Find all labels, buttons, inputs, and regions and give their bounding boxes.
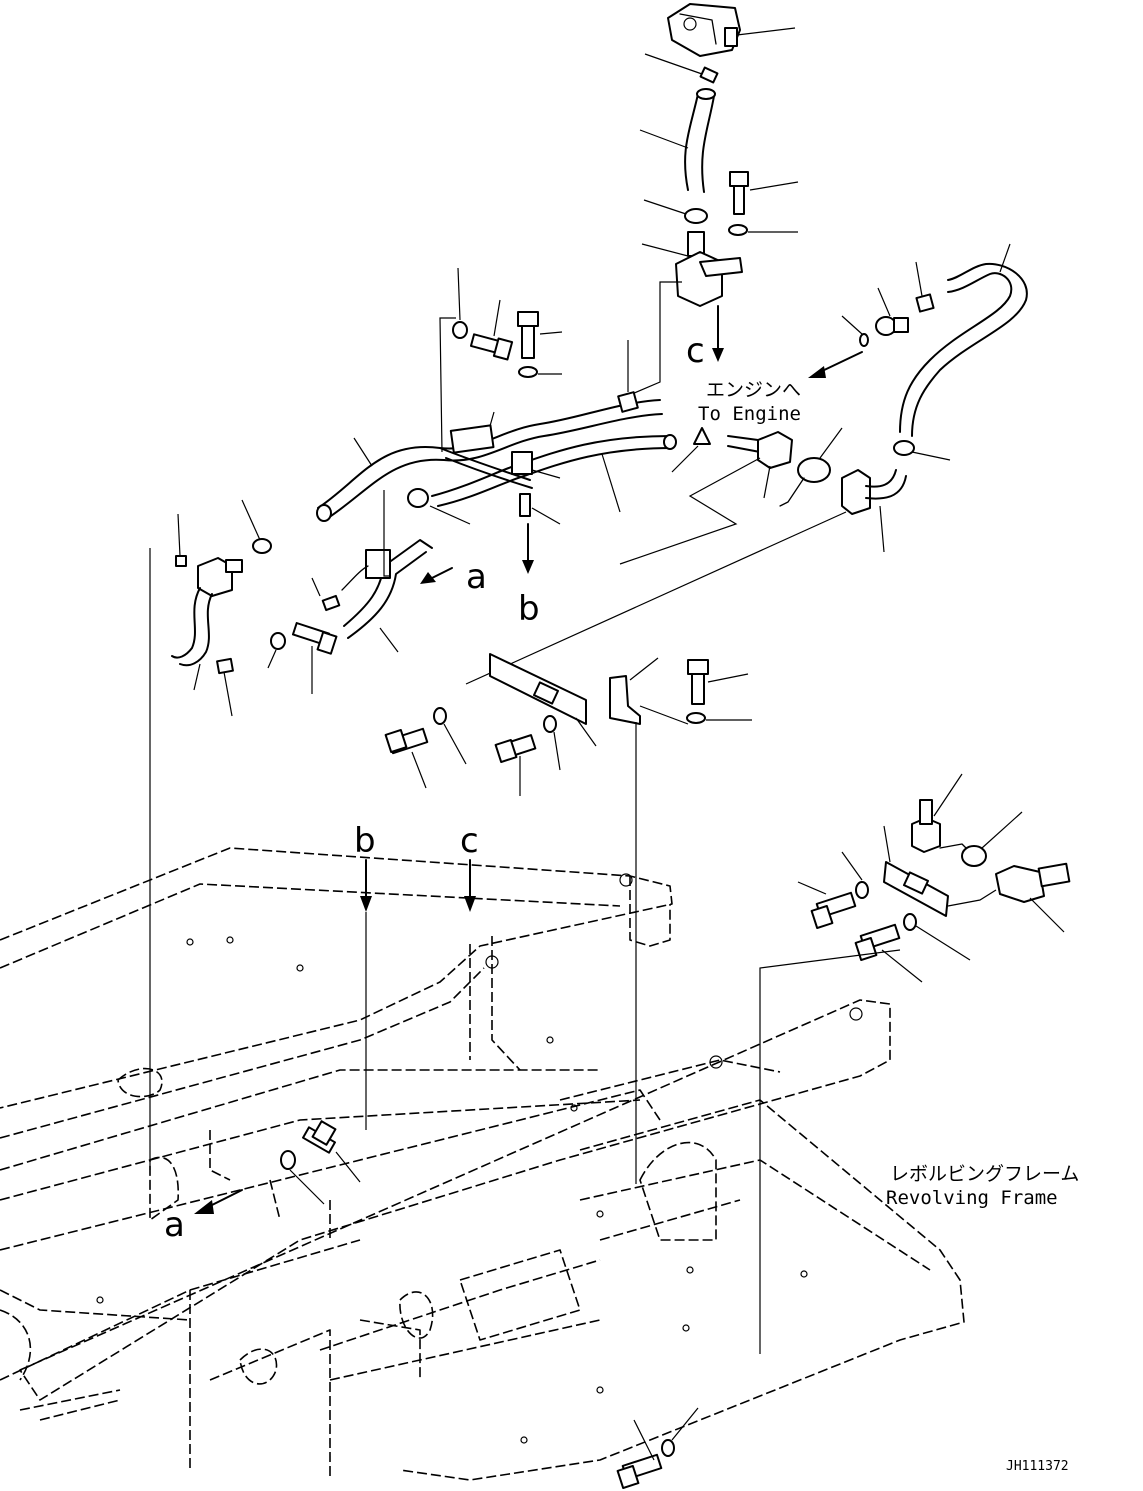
- top-valve-assembly: c: [631, 3, 799, 395]
- frame-label-jp: レボルビングフレーム: [890, 1163, 1079, 1185]
- hose-harness: b: [241, 267, 677, 629]
- revolving-frame: b c a: [0, 548, 965, 1490]
- engine-hose-group: エンジンへ To Engine: [465, 243, 1028, 685]
- drawing-number: JH111372: [1006, 1459, 1069, 1474]
- callout-a-bottom: a: [164, 1205, 185, 1245]
- left-valve-group: a: [171, 490, 487, 717]
- engine-label-jp: エンジンへ: [706, 379, 801, 401]
- lower-valve-group: [759, 773, 1071, 1354]
- callout-b-top: b: [518, 589, 540, 629]
- frame-label-en: Revolving Frame: [886, 1187, 1058, 1209]
- engine-label-en: To Engine: [698, 403, 801, 425]
- callout-b-bottom: b: [354, 821, 376, 861]
- mount-plate-group: [384, 653, 752, 1184]
- callout-c-bottom: c: [460, 821, 479, 861]
- callout-c-top: c: [686, 331, 705, 371]
- callout-a-top: a: [466, 557, 487, 597]
